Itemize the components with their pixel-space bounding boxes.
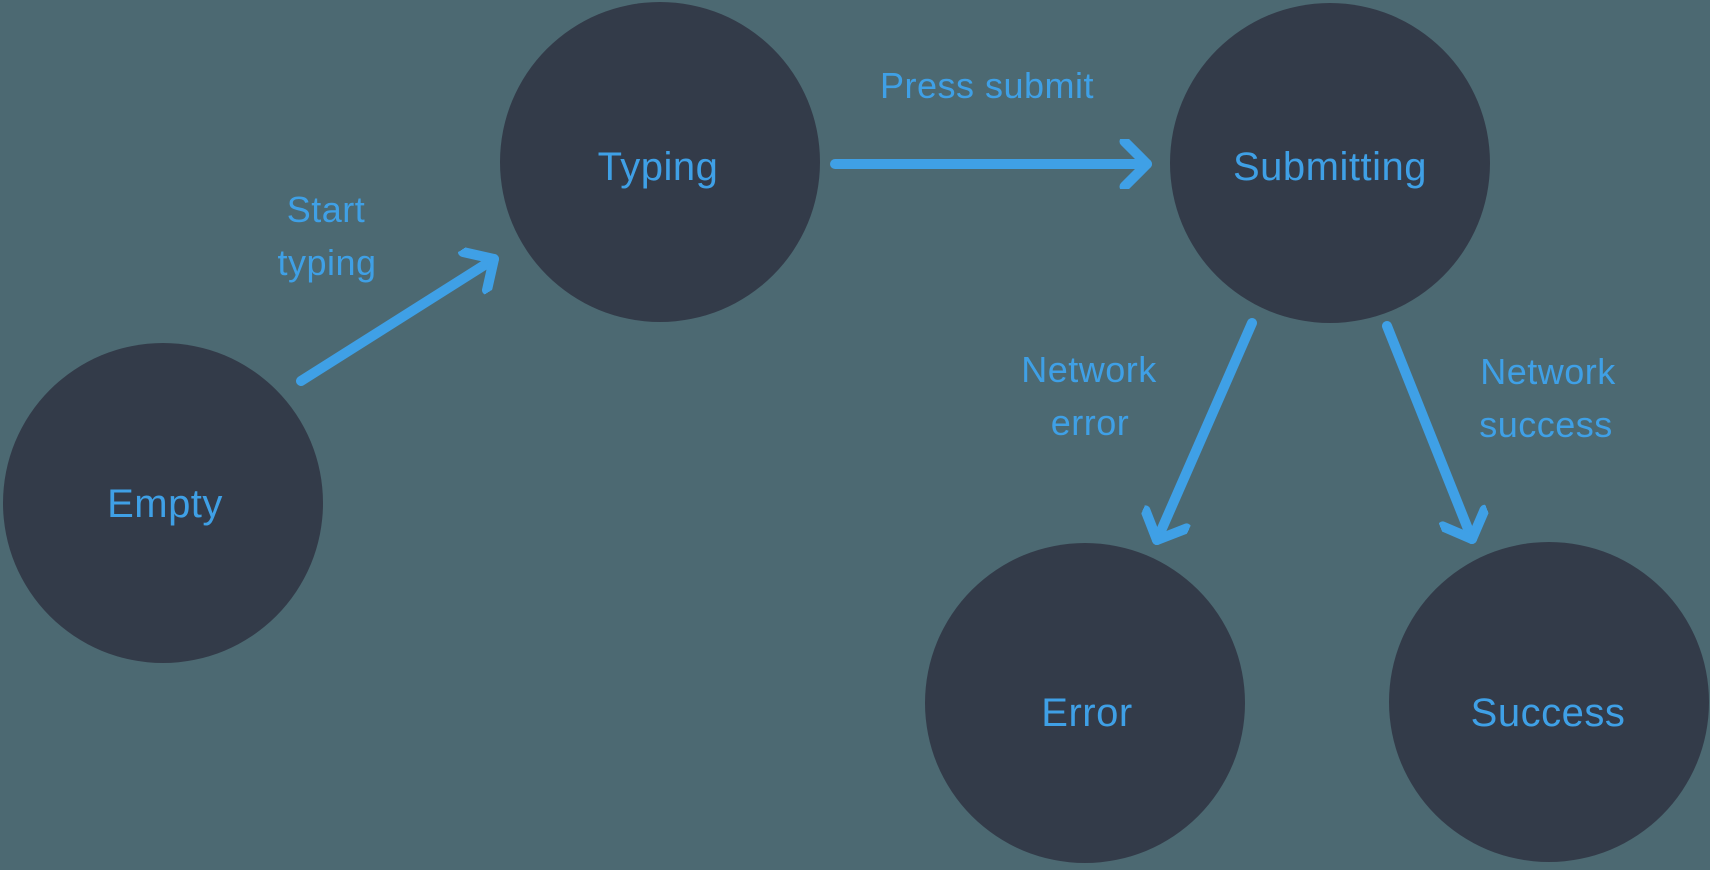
edge-label-network-error-line2: error	[1051, 402, 1130, 443]
edge-label-start-typing-line2: typing	[277, 242, 376, 283]
edge-label-start-typing-line1: Start	[287, 189, 366, 230]
state-node-error	[925, 543, 1245, 863]
edge-label-network-error-line1: Network	[1021, 349, 1157, 390]
state-label-success: Success	[1471, 691, 1626, 735]
state-node-success	[1389, 542, 1709, 862]
state-label-error: Error	[1041, 691, 1132, 735]
state-label-submitting: Submitting	[1233, 145, 1427, 189]
state-label-empty: Empty	[107, 482, 223, 526]
state-node-submitting	[1170, 3, 1490, 323]
state-node-empty	[3, 343, 323, 663]
edge-label-network-success-line1: Network	[1480, 351, 1616, 392]
arrow-network-success	[1382, 321, 1472, 544]
arrow-start-typing	[296, 259, 499, 386]
edge-label-press-submit: Press submit	[880, 65, 1094, 106]
state-label-typing: Typing	[598, 145, 719, 189]
state-node-typing	[500, 2, 820, 322]
arrow-network-error	[1157, 318, 1257, 545]
edge-label-network-success-line2: success	[1479, 404, 1613, 445]
